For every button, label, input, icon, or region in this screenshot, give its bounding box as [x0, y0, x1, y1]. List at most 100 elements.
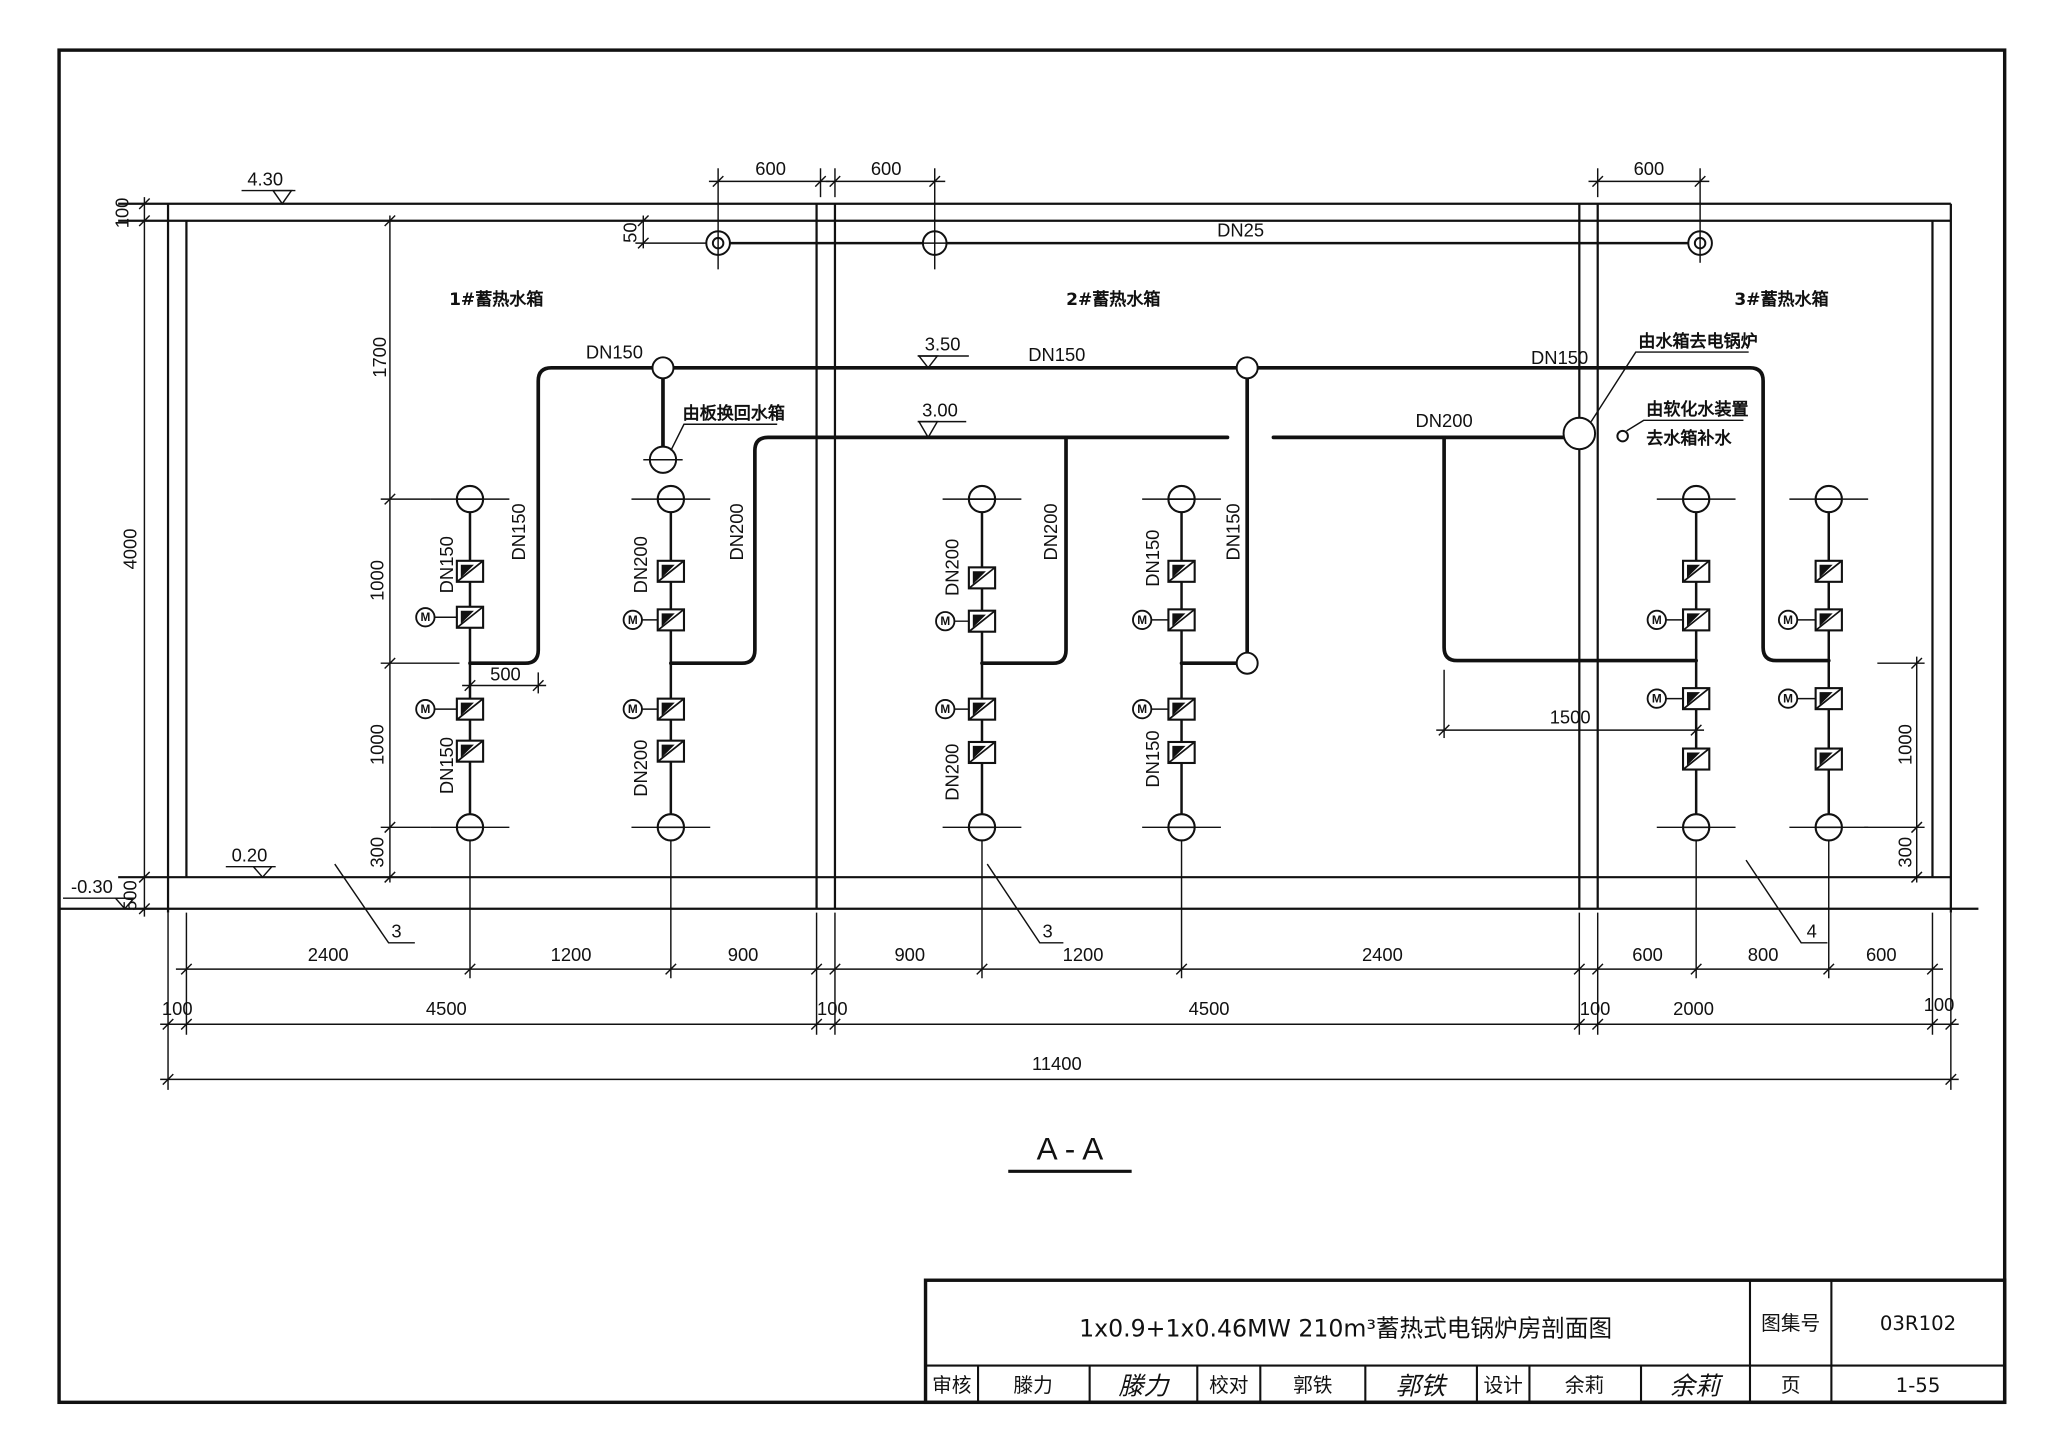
atlas-label: 图集号: [1761, 1312, 1820, 1335]
riser-label-t1-return: DN200: [726, 503, 747, 560]
note-makeup-1: 由软化水装置: [1646, 399, 1748, 420]
supply-label-3: DN150: [1531, 347, 1588, 368]
return-main-pipe: [669, 416, 1699, 666]
column-top-cap: [1788, 484, 1870, 514]
checker-signature: 郭铁: [1396, 1371, 1449, 1400]
dim-branch-500: 500: [490, 663, 521, 684]
motor-letter: M: [1137, 702, 1147, 716]
dim-tank3-1000: 1000: [1894, 724, 1915, 765]
valve-icon: [656, 559, 686, 583]
dim-tank3-300: 300: [1894, 837, 1915, 868]
dim-row2-100-c: 100: [1580, 998, 1611, 1019]
tank-2-label: 2#蓄热水箱: [1066, 289, 1160, 310]
riser-label-t1-c2: DN200: [630, 536, 651, 593]
motor-letter: M: [940, 702, 950, 716]
valve-icon: [656, 739, 686, 763]
note-makeup-2: 去水箱补水: [1646, 428, 1732, 449]
page-number: 1-55: [1896, 1374, 1941, 1397]
motor-letter: M: [940, 614, 950, 628]
dim-tank-1700: 1700: [369, 337, 390, 378]
valve-icon: [967, 566, 997, 590]
riser-label-t1-supply: DN150: [508, 503, 529, 560]
dim-top-600-2: 600: [871, 158, 902, 179]
vent-pipe-label: DN25: [1217, 220, 1264, 241]
valve-icon: [1814, 559, 1843, 583]
motor-letter: M: [1137, 613, 1147, 627]
valve-icon: [1681, 687, 1711, 711]
dim-total-11400: 11400: [1032, 1053, 1082, 1074]
tank-dimensions: [380, 215, 1925, 883]
dim-offset-50: 50: [620, 222, 641, 242]
valve-icon: [967, 740, 997, 765]
check-label: 校对: [1209, 1374, 1248, 1397]
dim-row1-2400-a: 2400: [308, 944, 349, 965]
valve-icon: [656, 608, 686, 632]
motor-links: [434, 616, 1816, 710]
elevation-roof: 4.30: [247, 168, 283, 189]
valve-icon: [1167, 559, 1196, 583]
note-leaders: [670, 351, 1749, 451]
column-top-cap: [941, 484, 1023, 514]
supply-label-1: DN150: [586, 342, 643, 363]
reviewer-signature: 滕力: [1119, 1371, 1171, 1400]
motorized-actuators: M M M M M M M M M M M M: [415, 607, 1799, 720]
supply-label-2: DN150: [1028, 344, 1085, 365]
riser-lower-label-t2-c2: DN150: [1142, 730, 1163, 787]
reviewer-name: 滕力: [1014, 1374, 1053, 1397]
column-top-cap: [429, 484, 511, 514]
valve-icon: [1681, 608, 1711, 632]
top-dimensions: [635, 168, 1710, 270]
bottom-dimensions: [160, 840, 1959, 1090]
section-label: A - A: [1037, 1130, 1104, 1166]
dim-row2-4500-b: 4500: [1189, 998, 1230, 1019]
column-bottom-cap: [941, 813, 1023, 842]
dim-tank-1000-lower: 1000: [366, 724, 387, 765]
dim-row2-100-a: 100: [162, 998, 193, 1019]
dim-row1-1200-a: 1200: [551, 944, 592, 965]
column-top-cap: [1141, 484, 1222, 514]
callout-leaders: [334, 859, 1828, 944]
elevation-lower-pipe: 3.00: [922, 399, 958, 420]
drawing-border: [57, 48, 2007, 1405]
valve-icon: [1814, 608, 1843, 632]
riser-label-t2-c1: DN200: [941, 539, 962, 596]
callout-4-right: 4: [1807, 921, 1817, 942]
vent-pipe: [705, 230, 1713, 256]
dim-row2-100-d: 100: [1924, 994, 1955, 1015]
valve-icon: [967, 697, 997, 721]
dim-top-600-3: 600: [1634, 158, 1665, 179]
valve-icon: [455, 739, 485, 763]
valve-icon: [455, 697, 485, 721]
dim-row1-900-b: 900: [894, 944, 925, 965]
dim-row2-100-b: 100: [817, 998, 848, 1019]
column-bottom-cap: [429, 813, 511, 842]
column-bottom-cap: [1655, 813, 1737, 842]
riser-label-t2-supply: DN150: [1222, 503, 1243, 560]
column-top-cap: [630, 484, 712, 514]
building-structure: [59, 202, 1979, 913]
dim-top-600-1: 600: [755, 158, 786, 179]
motor-letter: M: [420, 610, 430, 624]
motor-letter: M: [420, 702, 430, 716]
riser-lower-label-t1-c2: DN200: [630, 740, 651, 797]
dim-branch-1500: 1500: [1550, 707, 1591, 728]
valve-icon: [1167, 697, 1196, 721]
motor-letter: M: [1783, 692, 1793, 706]
column-bottom-cap: [1788, 813, 1870, 842]
left-dimensions: [138, 197, 151, 917]
motor-letter: M: [1652, 613, 1662, 627]
column-top-cap: [1655, 484, 1737, 514]
dim-tank-1000-upper: 1000: [366, 560, 387, 601]
valve-icon: [455, 559, 485, 583]
atlas-number: 03R102: [1880, 1312, 1956, 1335]
riser-lower-label-t2-c1: DN200: [941, 744, 962, 801]
valve-icon: [1167, 608, 1196, 632]
review-label: 审核: [932, 1374, 971, 1397]
valve-icon: [1681, 747, 1711, 771]
note-return-from-hx: 由板换回水箱: [683, 403, 785, 424]
title-block: [923, 1278, 2007, 1405]
column-bottom-cap: [630, 813, 712, 842]
dim-row2-4500-a: 4500: [426, 998, 467, 1019]
dim-row1-800: 800: [1748, 944, 1779, 965]
